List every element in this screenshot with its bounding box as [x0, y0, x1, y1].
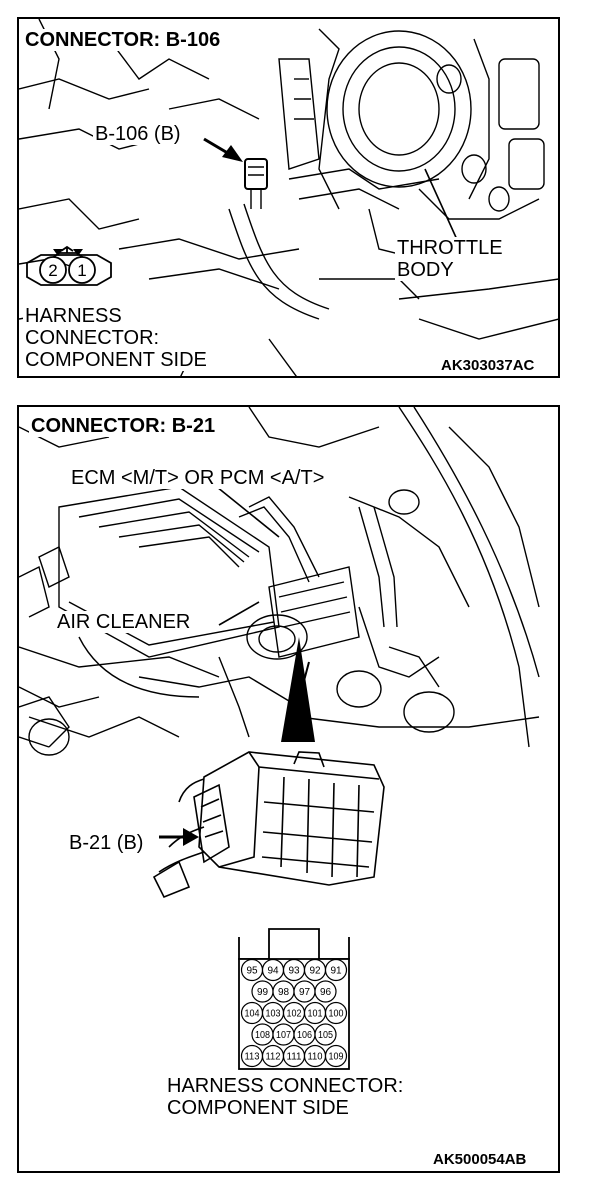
pin-label: 96 — [320, 987, 332, 998]
harness-side-label: HARNESS CONNECTOR: COMPONENT SIDE — [165, 1075, 406, 1119]
pin-label: 93 — [288, 966, 300, 977]
harness-connector-pin-diagram: 95 94 93 92 91 99 98 97 96 104 103 102 101 100 108 107 1… — [238, 928, 350, 1070]
connector-callout-label: B-21 (B) — [67, 832, 146, 854]
pin-label: 92 — [309, 966, 321, 977]
engine-bay-illustration-b21: 95 94 93 92 91 99 98 97 96 104 103 102 101 100 108 107 1… — [19, 407, 540, 1070]
ecm-leader-line — [216, 486, 280, 538]
pin-label: 104 — [245, 1009, 260, 1020]
zoom-callout-wedge — [281, 637, 315, 742]
pin-circle — [324, 958, 348, 982]
pin-label: 100 — [329, 1009, 344, 1020]
pin-label: 113 — [245, 1052, 260, 1063]
pin-circle — [314, 1023, 337, 1046]
pin-label: 108 — [255, 1030, 270, 1041]
throttle-leader-line — [424, 168, 460, 245]
engine-bay-illustration-b106: 2 1 — [19, 19, 558, 376]
pin-label: 105 — [318, 1030, 333, 1041]
harness-connector-symbol-b106: 2 1 — [26, 245, 112, 286]
pin-label: 103 — [266, 1009, 281, 1020]
pin-circle — [324, 1044, 348, 1068]
harness-side-label: HARNESS CONNECTOR: COMPONENT SIDE — [23, 305, 209, 371]
pin-label: 99 — [257, 987, 269, 998]
pin-label: 91 — [330, 966, 342, 977]
pin-label: 106 — [297, 1030, 312, 1041]
pin-circle — [324, 1001, 348, 1025]
pin-label: 2 — [48, 261, 57, 280]
panel-title: CONNECTOR: B-106 — [23, 29, 223, 51]
pin-label: 94 — [267, 966, 279, 977]
pin-label: 107 — [276, 1030, 291, 1041]
throttle-body-label: THROTTLE BODY — [395, 237, 505, 281]
pin-label: 109 — [329, 1052, 344, 1063]
pin-label: 110 — [308, 1052, 323, 1063]
pin-circle — [314, 980, 337, 1003]
pin-label: 102 — [287, 1009, 302, 1020]
connector-b106-panel: 2 1 CONNECTOR: B-106 B-106 (B) THROTTLE … — [17, 17, 560, 378]
panel-title: CONNECTOR: B-21 — [29, 415, 218, 437]
air-cleaner-leader-line — [218, 601, 260, 626]
connector-b21-panel: 95 94 93 92 91 99 98 97 96 104 103 102 101 100 108 107 1… — [17, 405, 560, 1173]
figure-code: AK303037AC — [441, 357, 535, 374]
figure-code: AK500054AB — [433, 1151, 527, 1168]
ecm-pcm-label: ECM <M/T> OR PCM <A/T> — [69, 467, 327, 489]
air-cleaner-label: AIR CLEANER — [55, 611, 193, 633]
pin-label: 112 — [266, 1052, 281, 1063]
pin-label: 95 — [246, 966, 258, 977]
pin-label: 111 — [287, 1052, 302, 1063]
connector-callout-label: B-106 (B) — [93, 123, 183, 145]
pin-label: 98 — [278, 987, 290, 998]
pin-label: 97 — [299, 987, 311, 998]
pin-label: 101 — [308, 1009, 323, 1020]
pointer-arrow-b106 — [203, 137, 243, 162]
ecm-connector-enlarged — [152, 751, 385, 899]
pointer-arrow-b21 — [159, 828, 199, 846]
pin-label: 1 — [77, 261, 86, 280]
